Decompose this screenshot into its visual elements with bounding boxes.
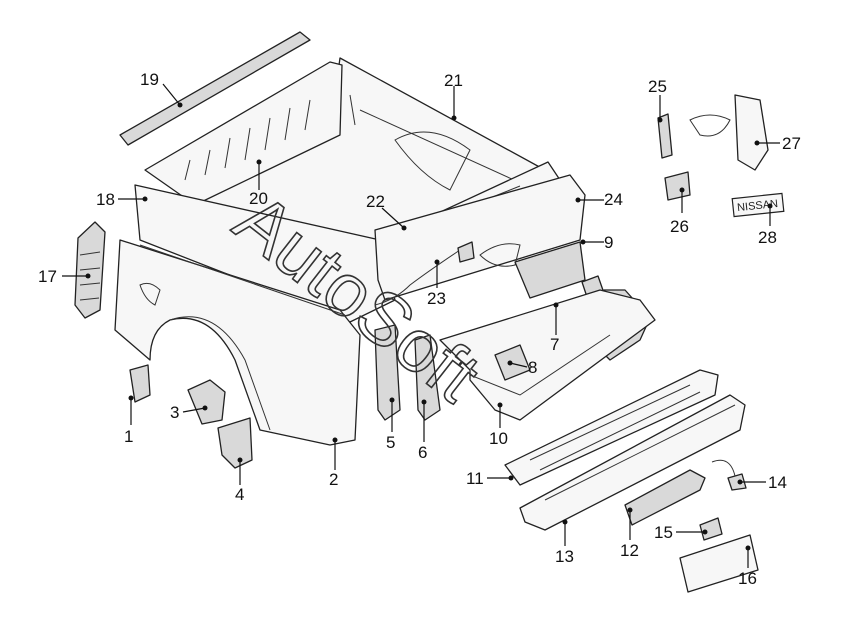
mud-flap-bracket <box>187 379 226 425</box>
bumper-step-pad <box>504 369 719 486</box>
callout-21: 21 <box>444 71 463 90</box>
callout-16: 16 <box>738 569 757 588</box>
callout-13: 13 <box>555 547 574 566</box>
callout-11: 11 <box>466 469 484 488</box>
callout-18: 18 <box>96 190 115 209</box>
lamp-socket <box>727 473 747 491</box>
callout-3: 3 <box>170 403 179 422</box>
callout-19: 19 <box>140 70 159 89</box>
callout-7: 7 <box>550 335 559 354</box>
bracket-right <box>414 334 441 421</box>
callout-25: 25 <box>648 77 667 96</box>
callout-2: 2 <box>329 470 338 489</box>
rear-bumper <box>519 394 746 531</box>
callout-6: 6 <box>418 443 427 462</box>
callout-14: 14 <box>768 473 787 492</box>
license-clip <box>699 517 723 541</box>
callout-9: 9 <box>604 233 613 252</box>
license-plate-panel <box>679 534 759 593</box>
callout-1: 1 <box>124 427 133 446</box>
callout-22: 22 <box>366 192 385 211</box>
mud-flap <box>217 417 253 469</box>
callout-12: 12 <box>620 541 639 560</box>
callout-15: 15 <box>654 523 673 542</box>
tailgate <box>374 174 586 301</box>
callout-20: 20 <box>249 189 268 208</box>
leader-lines <box>62 83 780 568</box>
top-rail <box>119 31 311 146</box>
callout-10: 10 <box>489 429 508 448</box>
nissan-badge <box>731 192 785 218</box>
harness-clip <box>657 113 673 159</box>
callout-17: 17 <box>38 267 57 286</box>
tailgate-cable <box>374 249 461 306</box>
hitch-bracket <box>494 344 531 381</box>
rear-crossmember <box>439 289 656 421</box>
callout-27: 27 <box>782 134 801 153</box>
bed-left-outer-panel <box>134 184 396 323</box>
callout-labels: 1 2 3 4 5 6 7 8 9 10 11 12 13 14 15 16 1… <box>38 70 801 588</box>
corner-trim <box>74 221 106 319</box>
connector <box>664 171 691 201</box>
callout-23: 23 <box>427 289 446 308</box>
rear-fender <box>114 239 361 446</box>
callout-28: 28 <box>758 228 777 247</box>
callout-8: 8 <box>528 358 537 377</box>
callout-24: 24 <box>604 190 623 209</box>
badge-text: NISSAN <box>737 198 779 214</box>
callout-5: 5 <box>386 433 395 452</box>
callout-4: 4 <box>235 485 244 504</box>
callout-26: 26 <box>670 217 689 236</box>
small-bracket <box>129 364 151 403</box>
tailgate-handle <box>514 241 586 299</box>
bumper-side-step <box>624 469 706 526</box>
rear-combination-lamp <box>734 94 769 171</box>
